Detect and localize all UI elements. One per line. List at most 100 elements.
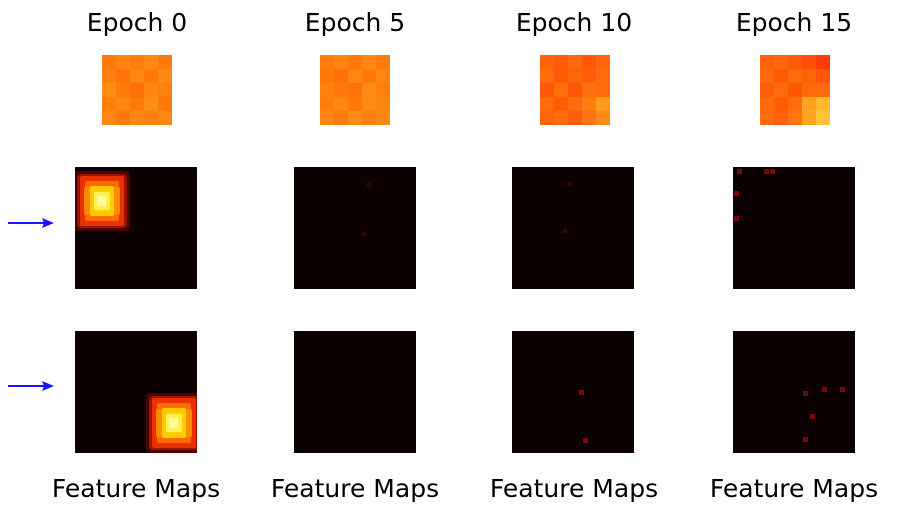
kernel-cell bbox=[596, 97, 610, 111]
kernel-cell bbox=[144, 111, 158, 125]
activation-speck bbox=[563, 229, 568, 234]
kernel-cell bbox=[158, 111, 172, 125]
kernel-cell bbox=[348, 111, 362, 125]
kernel-cell bbox=[816, 69, 830, 83]
activation-speck bbox=[579, 389, 585, 395]
kernel-cell bbox=[802, 111, 816, 125]
caption-feature-maps-3: Feature Maps bbox=[709, 474, 879, 503]
kernel-cell bbox=[596, 83, 610, 97]
kernel-cell bbox=[554, 83, 568, 97]
kernel-cell bbox=[320, 111, 334, 125]
feature-map-row2-epoch5 bbox=[294, 331, 416, 453]
caption-feature-maps-1: Feature Maps bbox=[270, 474, 440, 503]
activation-speck bbox=[568, 181, 573, 186]
kernel-cell bbox=[130, 55, 144, 69]
activation-blob bbox=[169, 417, 179, 428]
kernel-cell bbox=[816, 83, 830, 97]
kernel-cell bbox=[774, 83, 788, 97]
feature-map-row2-epoch15 bbox=[733, 331, 855, 453]
kernel-cell bbox=[320, 55, 334, 69]
kernel-cell bbox=[116, 83, 130, 97]
kernel-cell bbox=[582, 83, 596, 97]
kernel-cell bbox=[102, 55, 116, 69]
kernel-cell bbox=[760, 55, 774, 69]
kernel-cell bbox=[116, 69, 130, 83]
activation-speck bbox=[822, 387, 828, 393]
feature-map-row1-epoch5 bbox=[294, 167, 416, 289]
kernel-cell bbox=[130, 69, 144, 83]
kernel-cell bbox=[802, 69, 816, 83]
kernel-cell bbox=[788, 111, 802, 125]
kernel-cell bbox=[320, 69, 334, 83]
kernel-cell bbox=[158, 55, 172, 69]
kernel-cell bbox=[376, 69, 390, 83]
kernel-cell bbox=[760, 69, 774, 83]
kernel-cell bbox=[362, 69, 376, 83]
feature-map-row1-epoch15 bbox=[733, 167, 855, 289]
kernel-cell bbox=[582, 55, 596, 69]
kernel-cell bbox=[582, 111, 596, 125]
kernel-cell bbox=[568, 83, 582, 97]
kernel-cell bbox=[568, 69, 582, 83]
activation-speck bbox=[769, 169, 775, 175]
kernel-cell bbox=[102, 97, 116, 111]
kernel-cell bbox=[320, 83, 334, 97]
kernel-cell bbox=[554, 111, 568, 125]
kernel-cell bbox=[158, 97, 172, 111]
kernel-cell bbox=[802, 83, 816, 97]
kernel-cell bbox=[540, 111, 554, 125]
kernel-cell bbox=[158, 69, 172, 83]
feature-map-row1-epoch0 bbox=[75, 167, 197, 289]
kernel-cell bbox=[540, 83, 554, 97]
kernel-cell bbox=[116, 111, 130, 125]
kernel-cell bbox=[144, 55, 158, 69]
feature-map-row2-epoch0 bbox=[75, 331, 197, 453]
kernel-cell bbox=[376, 97, 390, 111]
kernel-cell bbox=[568, 55, 582, 69]
kernel-cell bbox=[774, 97, 788, 111]
kernel-cell bbox=[334, 83, 348, 97]
kernel-cell bbox=[596, 111, 610, 125]
kernel-cell bbox=[116, 55, 130, 69]
feature-map-row1-epoch10 bbox=[512, 167, 634, 289]
kernel-cell bbox=[130, 97, 144, 111]
kernel-cell bbox=[774, 55, 788, 69]
kernel-cell bbox=[362, 55, 376, 69]
kernel-cell bbox=[554, 55, 568, 69]
kernel-cell bbox=[334, 97, 348, 111]
kernel-cell bbox=[102, 83, 116, 97]
kernel-cell bbox=[348, 55, 362, 69]
kernel-cell bbox=[320, 97, 334, 111]
kernel-cell bbox=[788, 97, 802, 111]
kernel-cell bbox=[568, 97, 582, 111]
kernel-cell bbox=[348, 69, 362, 83]
kernel-cell bbox=[774, 111, 788, 125]
kernel-cell bbox=[116, 97, 130, 111]
kernel-cell bbox=[596, 69, 610, 83]
kernel-cell bbox=[816, 97, 830, 111]
kernel-cell bbox=[130, 111, 144, 125]
arrow-row-2-icon bbox=[8, 381, 54, 391]
kernel-cell bbox=[802, 97, 816, 111]
kernel-cell bbox=[540, 55, 554, 69]
epoch-title-0: Epoch 0 bbox=[86, 8, 188, 37]
kernel-cell bbox=[376, 83, 390, 97]
kernel-cell bbox=[362, 111, 376, 125]
kernel-cell bbox=[362, 83, 376, 97]
kernel-epoch-0 bbox=[102, 55, 172, 125]
feature-map-row2-epoch10 bbox=[512, 331, 634, 453]
kernel-cell bbox=[596, 55, 610, 69]
kernel-cell bbox=[788, 69, 802, 83]
kernel-cell bbox=[568, 111, 582, 125]
activation-speck bbox=[734, 215, 740, 221]
activation-speck bbox=[362, 231, 367, 236]
activation-blob bbox=[97, 196, 107, 207]
kernel-cell bbox=[130, 83, 144, 97]
epoch-title-1: Epoch 5 bbox=[304, 8, 406, 37]
kernel-cell bbox=[760, 97, 774, 111]
activation-speck bbox=[809, 413, 815, 419]
kernel-cell bbox=[376, 111, 390, 125]
kernel-epoch-5 bbox=[320, 55, 390, 125]
kernel-cell bbox=[816, 111, 830, 125]
kernel-cell bbox=[760, 83, 774, 97]
